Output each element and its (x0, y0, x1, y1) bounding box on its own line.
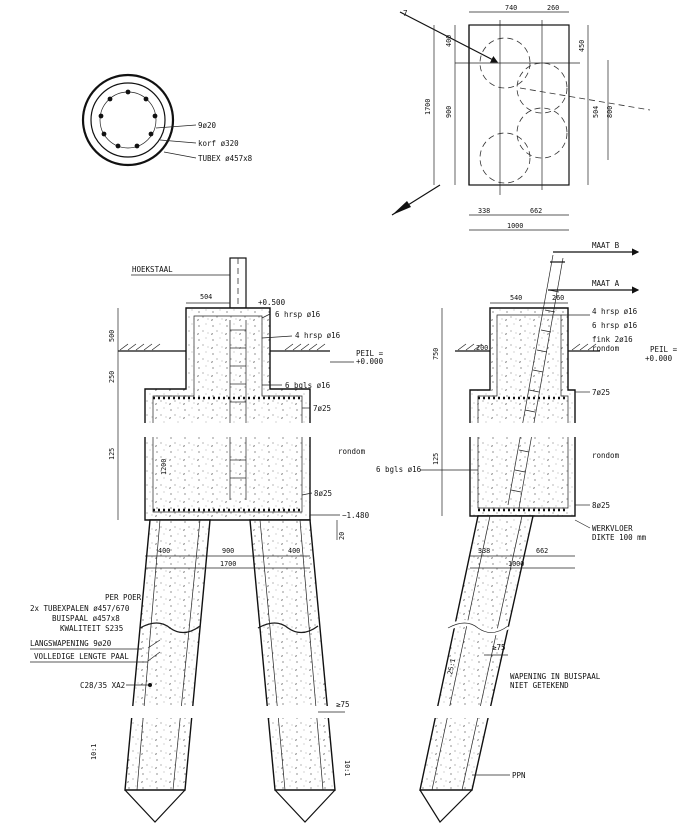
dim-900: 900 (445, 106, 453, 118)
pile-notes: PER POER 2x TUBEXPALEN ø457/670 BUISPAAL… (30, 593, 601, 780)
rebar-8o25-right: 8ø25 (592, 501, 610, 510)
dim-1000-right: 1000 (508, 560, 524, 568)
rebar-fink: fink 2ø16 (592, 335, 633, 344)
werkvloer-dikte: DIKTE 100 mm (592, 533, 647, 542)
dim-20: 20 (338, 532, 346, 540)
rondom-right: rondom (592, 344, 620, 353)
rebar-4hrsp-right: 4 hrsp ø16 (592, 307, 638, 316)
peil-label-right: PEIL = (650, 345, 678, 354)
arrow-number: 7 (403, 9, 408, 18)
note-wapening: WAPENING IN BUISPAAL (510, 672, 601, 681)
dim-1200: 1200 (160, 459, 168, 475)
rebar-7o25: 7ø25 (313, 404, 331, 413)
dim-200: 200 (476, 344, 488, 352)
rondom-a: rondom (338, 447, 366, 456)
sloped-ladder-rungs (510, 289, 560, 493)
dim-450: 450 (578, 40, 586, 52)
ladder (229, 320, 247, 500)
maat-a: MAAT A (592, 279, 620, 288)
dim-740: 740 (505, 4, 517, 12)
slope-incline: 25:1 (446, 658, 457, 676)
rondom-b: rondom (592, 451, 620, 460)
note-ppn: PPN (512, 771, 526, 780)
label-bars: 9ø20 (198, 121, 217, 130)
dim-400: 400 (445, 35, 453, 47)
rebar-6bgls: 6 bgls ø16 (285, 381, 331, 390)
rebar-7o25-right: 7ø25 (592, 388, 610, 397)
dim-400b: 400 (288, 547, 300, 555)
rebar-dots (98, 89, 158, 149)
rebar-4hrsp: 4 hrsp ø16 (295, 331, 341, 340)
angle-75-left: ≥75 (336, 700, 350, 709)
right-elevation: MAAT B MAAT A 540 260 4 hrsp ø16 6 hrsp … (376, 241, 699, 823)
dim-260: 260 (547, 4, 559, 12)
label-turex: TUBEX ø457x8 (198, 154, 253, 163)
note-langswapening: LANGSWAPENING 9ø20 (30, 639, 112, 648)
pile-cross-section: 9ø20 korf ø320 TUBEX ø457x8 (81, 73, 253, 167)
rebar-8o25: 8ø25 (314, 489, 332, 498)
note-kwaliteit: KWALITEIT S235 (60, 624, 123, 633)
dim-540: 540 (510, 294, 522, 302)
dim-504-left: 504 (200, 293, 212, 301)
slope-right: 10:1 (343, 760, 351, 776)
dim-1700: 1700 (424, 99, 432, 115)
dim-750: 750 (432, 348, 440, 360)
label-hoekstaal: HOEKSTAAL (132, 265, 173, 274)
peil-label: PEIL = (356, 349, 384, 358)
dim-500: 500 (108, 330, 116, 342)
dim-504: 504 (592, 106, 600, 118)
note-niet-getekend: NIET GETEKEND (510, 681, 569, 690)
dim-338-right: 338 (478, 547, 490, 555)
dim-1000: 1000 (507, 222, 523, 230)
dim-1700-left: 1700 (220, 560, 236, 568)
dim-125: 125 (108, 448, 116, 460)
dim-662: 662 (530, 207, 542, 215)
plan-view: 7 740 260 1700 400 900 450 504 800 338 6… (391, 4, 651, 231)
peil-value: +0.000 (356, 357, 384, 366)
slope-left: 10:1 (90, 744, 98, 760)
rebar-6bgls-right: 6 bgls ø16 (376, 465, 422, 474)
note-tubexpalen: 2x TUBEXPALEN ø457/670 (30, 604, 130, 613)
left-elevation: HOEKSTAAL 504 +0.500 6 hrsp ø16 4 hrsp ø… (100, 257, 430, 823)
rebar-6hrsp: 6 hrsp ø16 (275, 310, 321, 319)
maat-b: MAAT B (592, 241, 620, 250)
label-korf: korf ø320 (198, 139, 239, 148)
peil-value-right: +0.000 (645, 354, 673, 363)
dim-250: 250 (108, 371, 116, 383)
note-buispaal: BUISPAAL ø457x8 (52, 614, 120, 623)
dim-400a: 400 (158, 547, 170, 555)
dim-900: 900 (222, 547, 234, 555)
level-0500: +0.500 (258, 298, 286, 307)
dim-800: 800 (606, 106, 614, 118)
level-1480: −1.480 (342, 511, 370, 520)
dim-260-right: 260 (552, 294, 564, 302)
werkvloer: WERKVLOER (592, 524, 633, 533)
dim-662-right: 662 (536, 547, 548, 555)
note-volledige-lengte: VOLLEDIGE LENGTE PAAL (34, 652, 129, 661)
note-per-poer: PER POER (105, 593, 142, 602)
dim-338: 338 (478, 207, 490, 215)
angle-75-right: ≥75 (492, 643, 506, 652)
rebar-6hrsp-right: 6 hrsp ø16 (592, 321, 638, 330)
note-concrete: C28/35 XA2 (80, 681, 125, 690)
dim-125-right: 125 (432, 453, 440, 465)
